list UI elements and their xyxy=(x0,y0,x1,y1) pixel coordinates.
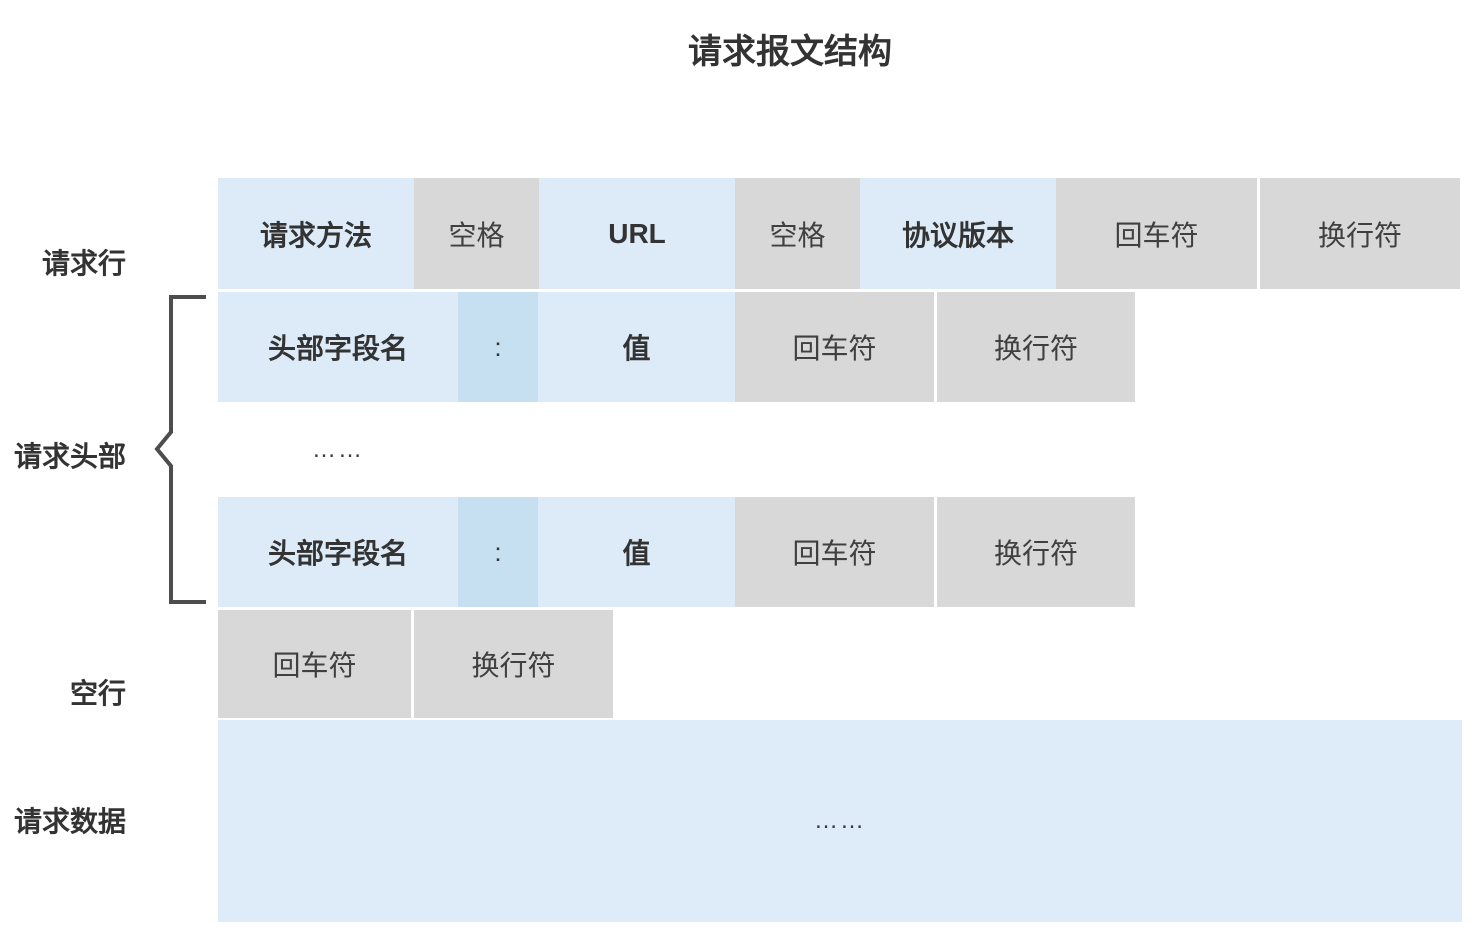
cell-header-value-1: 值 xyxy=(538,292,735,402)
cell-space-2: 空格 xyxy=(735,178,860,289)
cell-header-cr-2: 回车符 xyxy=(735,497,934,607)
cell-space-1: 空格 xyxy=(414,178,539,289)
cell-header-field-name-2: 头部字段名 xyxy=(218,497,458,607)
cell-header-lf-2: 换行符 xyxy=(937,497,1135,607)
label-request-line: 请求行 xyxy=(41,248,126,279)
label-request-body: 请求数据 xyxy=(14,806,127,837)
cell-header-field-name-1: 头部字段名 xyxy=(218,292,458,402)
headers-brace-icon xyxy=(154,295,206,604)
label-blank-line: 空行 xyxy=(69,678,126,709)
headers-ellipsis: …… xyxy=(312,436,364,463)
cell-header-colon-1: : xyxy=(458,292,538,402)
cell-protocol-version: 协议版本 xyxy=(860,178,1056,289)
diagram-title: 请求报文结构 xyxy=(688,33,892,71)
cell-request-line-cr: 回车符 xyxy=(1056,178,1257,289)
cell-request-method: 请求方法 xyxy=(218,178,414,289)
cell-blank-line-cr: 回车符 xyxy=(218,610,411,718)
cell-request-line-lf: 换行符 xyxy=(1260,178,1460,289)
request-body-block: …… xyxy=(218,720,1462,922)
cell-header-lf-1: 换行符 xyxy=(937,292,1135,402)
cell-blank-line-lf: 换行符 xyxy=(414,610,613,718)
cell-header-colon-2: : xyxy=(458,497,538,607)
cell-url: URL xyxy=(539,178,735,289)
label-request-headers: 请求头部 xyxy=(14,441,127,472)
cell-header-value-2: 值 xyxy=(538,497,735,607)
cell-header-cr-1: 回车符 xyxy=(735,292,934,402)
